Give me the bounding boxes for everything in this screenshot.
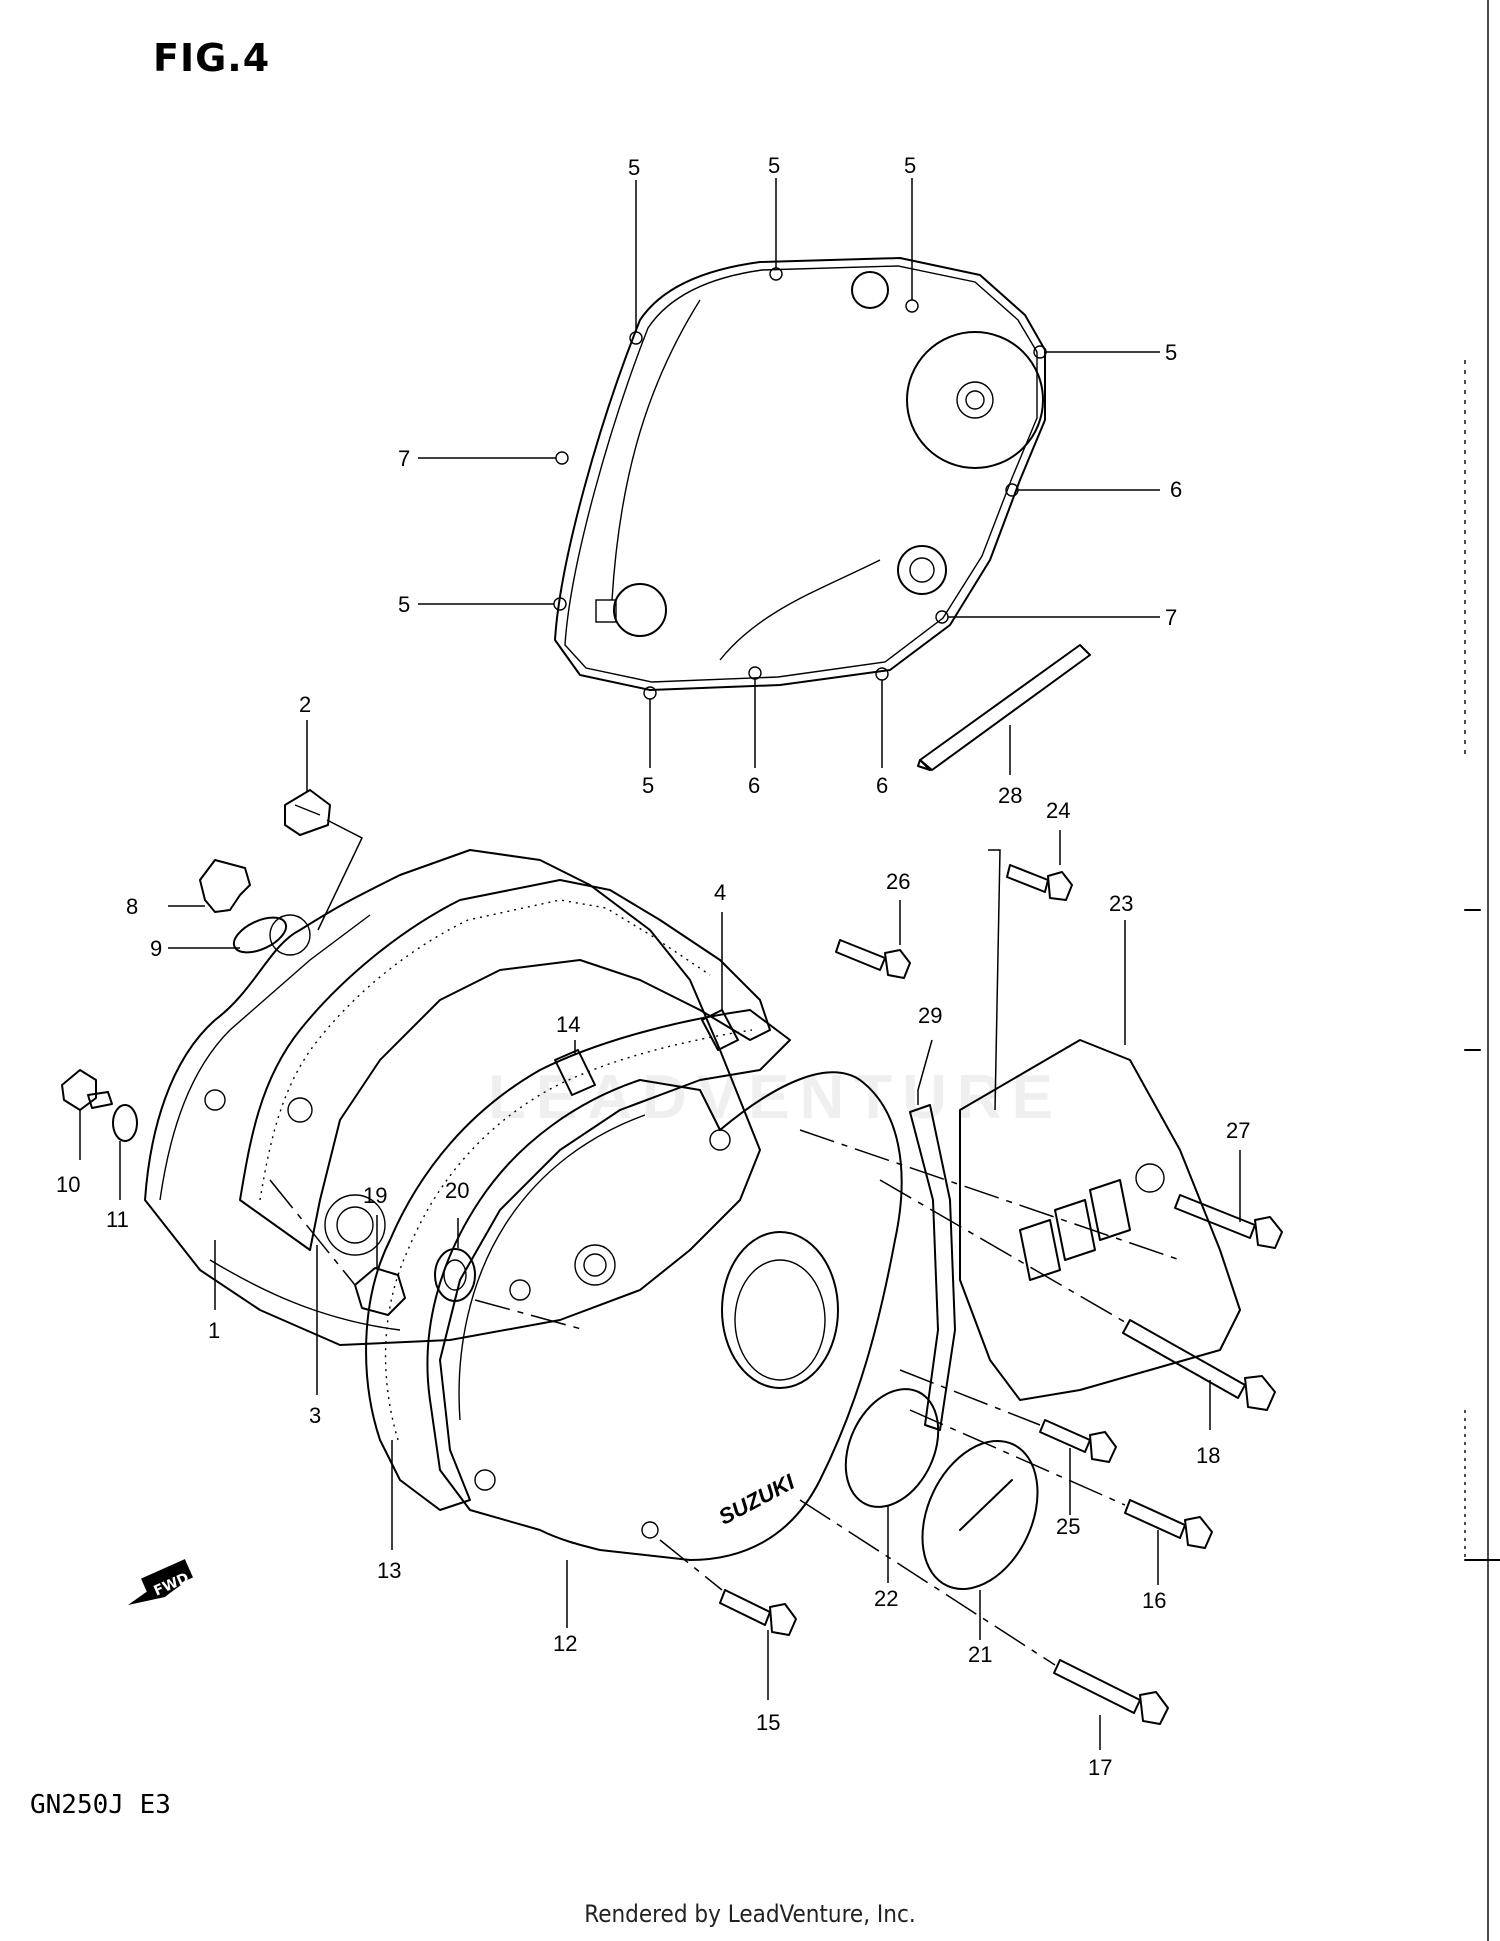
footer-credit: Rendered by LeadVenture, Inc.: [584, 1900, 916, 1928]
callout-label: 7: [398, 446, 410, 471]
lower-leader-lines: [79, 720, 1241, 1750]
part-20-seal: [434, 1248, 476, 1302]
callout-label: 6: [1170, 477, 1182, 502]
callout-label: 5: [642, 773, 654, 798]
callout-label: 12: [553, 1631, 577, 1656]
callout-label: 11: [106, 1207, 129, 1232]
callout-labels: 5 5 5 5 5 5 5 6 6 6 7 7 28 2 8 9 10 11 1…: [56, 153, 1250, 1780]
part-12-magneto-cover: SUZUKI: [426, 1071, 903, 1561]
part-9-o-ring: [232, 916, 288, 954]
callout-label: 18: [1196, 1443, 1220, 1468]
right-margin-marks: [1464, 0, 1500, 1941]
callout-label: 5: [628, 155, 640, 180]
callout-label: 5: [904, 153, 916, 178]
callout-label: 20: [445, 1178, 469, 1203]
callout-label: 13: [377, 1558, 401, 1583]
callout-label: 26: [886, 869, 910, 894]
part-17-bolt: [1053, 1659, 1169, 1725]
part-1-crankcase: [144, 849, 761, 1346]
callout-label: 21: [968, 1642, 992, 1667]
part-27-bolt: [1174, 1194, 1283, 1249]
callout-label: 2: [299, 692, 311, 717]
figure-title: FIG.4: [153, 36, 271, 80]
part-10-bolt: [61, 1069, 113, 1111]
callout-label: 24: [1046, 798, 1070, 823]
callout-label: 28: [998, 783, 1022, 808]
part-26-bolt: [835, 939, 911, 979]
callout-label: 9: [150, 936, 162, 961]
part-21-cap: [921, 1439, 1039, 1591]
callout-label: 7: [1165, 605, 1177, 630]
callout-label: 25: [1056, 1514, 1080, 1539]
callout-label: 1: [208, 1318, 220, 1343]
callout-label: 10: [56, 1172, 80, 1197]
callout-label: 5: [398, 592, 410, 617]
callout-label: 19: [363, 1183, 387, 1208]
upper-leader-lines: [418, 178, 1160, 768]
callout-label: 5: [768, 153, 780, 178]
part-11-washer: [112, 1104, 138, 1142]
part-23-sprocket-cover: [959, 1039, 1241, 1401]
part-2-plug: [284, 789, 331, 836]
model-code: GN250J E3: [30, 1790, 171, 1820]
callout-label: 5: [1165, 340, 1177, 365]
callout-label: 29: [918, 1003, 942, 1028]
part-25-bolt: [1039, 1419, 1117, 1463]
callout-label: 17: [1088, 1755, 1112, 1780]
part-19-plug: [354, 1267, 406, 1316]
part-28-strap: [917, 644, 1091, 775]
callout-label: 6: [876, 773, 888, 798]
callout-label: 22: [874, 1586, 898, 1611]
part-22-o-ring: [844, 1388, 940, 1508]
part-15-bolt: [719, 1589, 797, 1636]
part-18-bolt: [1122, 1319, 1276, 1411]
part-3-gasket: [239, 879, 771, 1251]
callout-label: 14: [556, 1012, 580, 1037]
callout-label: 8: [126, 894, 138, 919]
callout-label: 27: [1226, 1118, 1250, 1143]
brand-text: SUZUKI: [714, 1469, 799, 1530]
clutch-cover-gasket: [553, 257, 1047, 700]
part-16-bolt: [1124, 1499, 1213, 1549]
callout-label: 23: [1109, 891, 1133, 916]
callout-label: 16: [1142, 1588, 1166, 1613]
callout-label: 4: [714, 880, 726, 905]
forward-arrow: FWD: [128, 1559, 193, 1605]
part-4-dowel: [701, 1009, 739, 1051]
part-29-seal-strip: [909, 1104, 956, 1431]
callout-label: 6: [748, 773, 760, 798]
part-24-bolt: [1006, 864, 1073, 901]
part-8-oil-cap: [199, 859, 251, 913]
callout-label: 15: [756, 1710, 780, 1735]
callout-label: 3: [309, 1403, 321, 1428]
part-13-gasket: [365, 1009, 791, 1511]
part-14-dowel: [554, 1049, 596, 1096]
